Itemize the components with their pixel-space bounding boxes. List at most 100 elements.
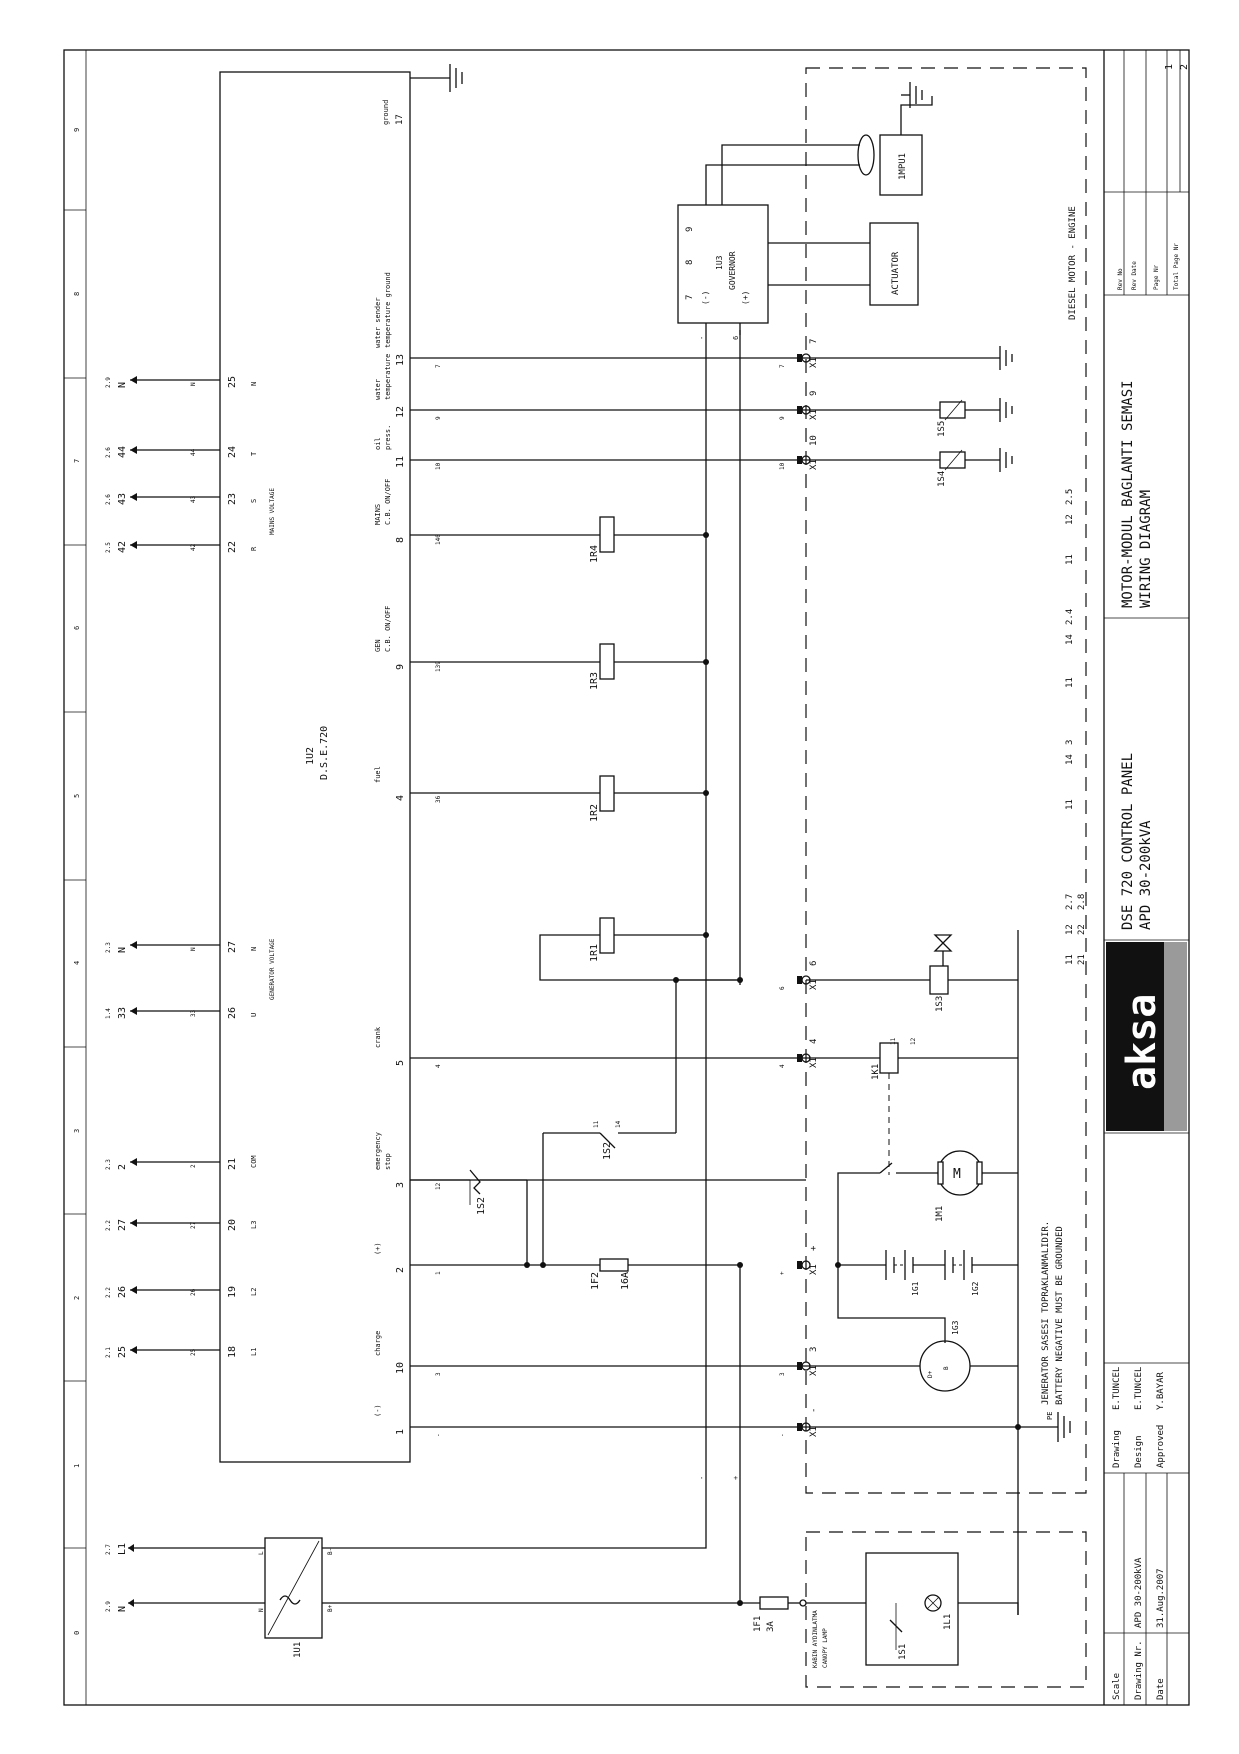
relay-label: 1R1 [589,944,600,962]
signal-function: water [374,379,382,400]
signal-pin: 8 [395,537,406,543]
svg-text:2.9: 2.9 [105,1601,112,1612]
svg-text:11: 11 [1065,954,1075,965]
mains-input-L1: 2.7 L1 [105,1543,265,1555]
title-line-3: MOTOR-MODUL BAGLANTI SEMASI [1120,380,1136,608]
alternator-1G3: D+ B 1G3 [806,1265,1018,1392]
alternator-pin: D+ [927,1370,934,1378]
rectifier-ac-n: N [258,1608,265,1612]
key-contact: 11 [593,1120,600,1128]
rectifier-minus-out [322,1547,707,1549]
lamp-switch-label: 1S1 [898,1644,908,1660]
mains-voltage-group-label: MAINS VOLTAGE [269,488,276,535]
signal-pin: 10 [395,1362,406,1374]
controller-ground-symbol [410,64,463,92]
signal-function-2: temperature ground [384,272,392,348]
controller-pin-name: U [250,1013,258,1017]
mains-input-N: 2.9 N [105,1599,265,1612]
fuse-1F2: 1F2 16A [410,1258,740,1290]
controller-1U2-box [219,71,411,1463]
sheet-outer-border [63,49,1190,1706]
relay-label: 1R3 [589,672,600,690]
rectifier-ac-symbol [279,1595,301,1605]
controller-pin: 27 [227,941,238,953]
actuator-label: ACTUATOR [891,251,901,295]
terminal-wire: 43 [190,495,197,503]
fuse-label: 1F2 [590,1272,601,1290]
governor-pin: 8 [685,260,695,265]
svg-text:2.7: 2.7 [1065,894,1075,910]
controller-pin: 19 [227,1286,238,1298]
canopy-label-en: CANOPY LAMP [822,1628,829,1668]
lamp-1L1: 1L1 [924,1594,953,1630]
x1-wire: + [779,1271,786,1275]
crank-relay-1K1: 1K1 11 12 [806,1037,1018,1175]
solenoid-label: 1S3 [935,996,945,1012]
terminal-arrow [130,446,137,454]
title-line-1: DSE 720 CONTROL PANEL [1120,753,1136,930]
key-switch-label: 1S2 [602,1142,613,1160]
svg-text:N: N [117,1606,128,1612]
signal-function: charge [374,1331,382,1356]
relay-1R1: 1R1 [539,917,740,981]
canopy-label-tr: KABIN AYDINLATMA [812,1610,819,1668]
svg-text:2.5: 2.5 [1065,489,1075,505]
alternator-pin: B [943,1366,950,1370]
controller-pin: 23 [227,493,238,505]
terminal-arrow [130,1219,137,1227]
terminal-arrow [130,1007,137,1015]
svg-text:Page Nr: Page Nr [1153,264,1160,290]
controller-ground-label: ground [382,100,390,125]
x1-term: 9 [809,391,819,396]
zone-label: 9 [73,128,81,132]
signal-function-2: C.B. ON/OFF [384,606,392,652]
x1-label: X1 [809,1057,819,1068]
controller-model: D.S.E.720 [319,726,330,780]
controller-signal-row: (+)21 [374,1242,442,1275]
terminal-ref: 2.6 [105,447,112,458]
signal-function-2: temperature [384,354,392,400]
signal-function: oil [374,437,382,450]
motor-label: 1M1 [935,1206,945,1222]
x1-label: X1 [809,979,819,990]
x1-wire: 4 [779,1064,786,1068]
rectifier-ac-l: L [258,1551,265,1555]
signal-pin: 12 [395,406,406,418]
batteries-1G1-1G2: 1G1 1G2 [838,1250,1018,1296]
signal-wire: 9 [435,416,442,420]
mpu-ground-wire [900,96,933,135]
terminal-wire: N [190,382,197,386]
governor-ref: 1U3 [715,255,724,270]
ground-note-tr: JENERATOR SASESI TOPRAKLANMALIDIR. [1041,1221,1051,1405]
x1-wire: 9 [779,416,786,420]
fuse-1F1: 1F1 3A [753,1596,807,1632]
svg-text:L1: L1 [117,1543,128,1555]
svg-text:12: 12 [1065,924,1075,935]
svg-text:Date: Date [1156,1678,1166,1700]
terminal-wire: 42 [190,543,197,551]
controller-pin: 26 [227,1007,238,1019]
controller-pin-name: T [250,451,258,456]
contact-cross-references: 11 12 2.7 21 22 2.8 11 14 3 11 14 2.4 11… [1065,489,1087,965]
zone-label: 6 [73,626,81,630]
engine-ground-symbols [999,346,1013,472]
rectifier-label: 1U1 [293,1642,303,1658]
bus-plus-wire-label: + [732,1476,740,1480]
x1-term: 4 [809,1039,819,1044]
signal-wire: 3 [435,1372,442,1376]
pe-ground-symbol [1057,1412,1071,1442]
svg-text:Approved: Approved [1156,1425,1166,1468]
junction-dots [524,532,1021,1606]
signal-pin: 5 [395,1060,406,1066]
x1-wire: 6 [779,986,786,990]
svg-text:22: 22 [1077,924,1087,935]
terminal-label: 44 [117,446,128,458]
